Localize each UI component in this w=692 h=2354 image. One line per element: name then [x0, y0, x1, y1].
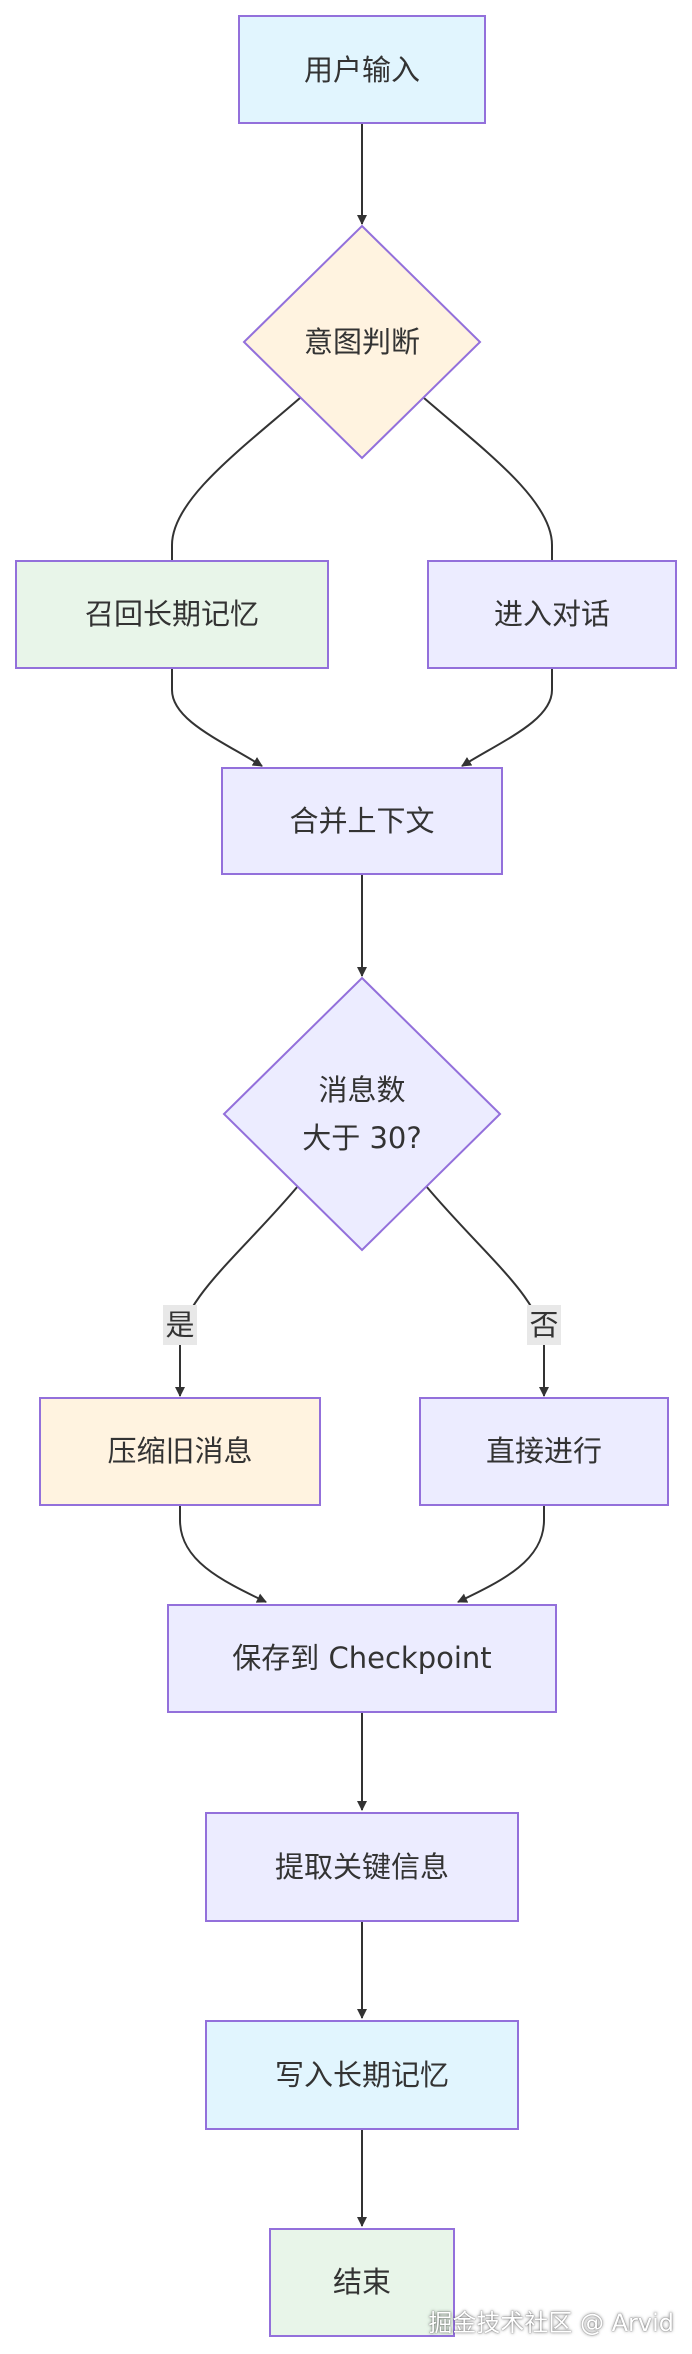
edge-direct-to-save	[457, 1505, 545, 1603]
node-save-label: 保存到 Checkpoint	[232, 1641, 491, 1675]
node-save-checkpoint: 保存到 Checkpoint	[167, 1604, 557, 1713]
node-merge-context: 合并上下文	[221, 767, 503, 875]
edge-compress-to-save	[179, 1505, 267, 1603]
node-enter-chat: 进入对话	[427, 560, 677, 669]
node-recall-memory: 召回长期记忆	[15, 560, 329, 669]
edge-chat-to-merge	[461, 668, 553, 767]
node-end-label: 结束	[333, 2265, 391, 2299]
edge-label-yes-text: 是	[165, 1308, 194, 1342]
node-intent-decision: 意图判断	[242, 224, 482, 460]
node-extract-label: 提取关键信息	[275, 1850, 449, 1884]
node-merge-label: 合并上下文	[289, 804, 434, 838]
watermark: 掘金技术社区 @ Arvid	[428, 2309, 674, 2337]
edge-intent-to-recall	[171, 397, 301, 561]
node-intent-label: 意图判断	[304, 325, 420, 359]
edge-count-to-direct	[425, 1185, 549, 1397]
node-chat-label: 进入对话	[494, 597, 610, 631]
node-direct-proceed: 直接进行	[419, 1397, 669, 1506]
node-end: 结束	[269, 2228, 455, 2337]
node-compress-old: 压缩旧消息	[39, 1397, 321, 1506]
edge-label-no: 否	[527, 1305, 561, 1345]
edge-count-to-compress	[175, 1185, 299, 1397]
node-message-count-decision: 消息数 大于 30?	[222, 976, 502, 1252]
node-user-input-label: 用户输入	[304, 53, 420, 87]
edge-label-yes: 是	[163, 1305, 197, 1345]
node-user-input: 用户输入	[238, 15, 486, 124]
edge-label-no-text: 否	[529, 1308, 558, 1342]
edges	[171, 124, 553, 2227]
edge-intent-to-chat	[423, 397, 553, 561]
node-write-label: 写入长期记忆	[275, 2058, 449, 2092]
node-count-line1: 消息数	[318, 1073, 405, 1107]
node-recall-label: 召回长期记忆	[85, 597, 259, 631]
edge-recall-to-merge	[171, 668, 263, 767]
node-write-memory: 写入长期记忆	[205, 2020, 519, 2130]
node-extract-info: 提取关键信息	[205, 1812, 519, 1922]
node-direct-label: 直接进行	[486, 1434, 602, 1468]
node-count-line2: 大于 30?	[302, 1121, 422, 1155]
node-compress-label: 压缩旧消息	[107, 1434, 252, 1468]
